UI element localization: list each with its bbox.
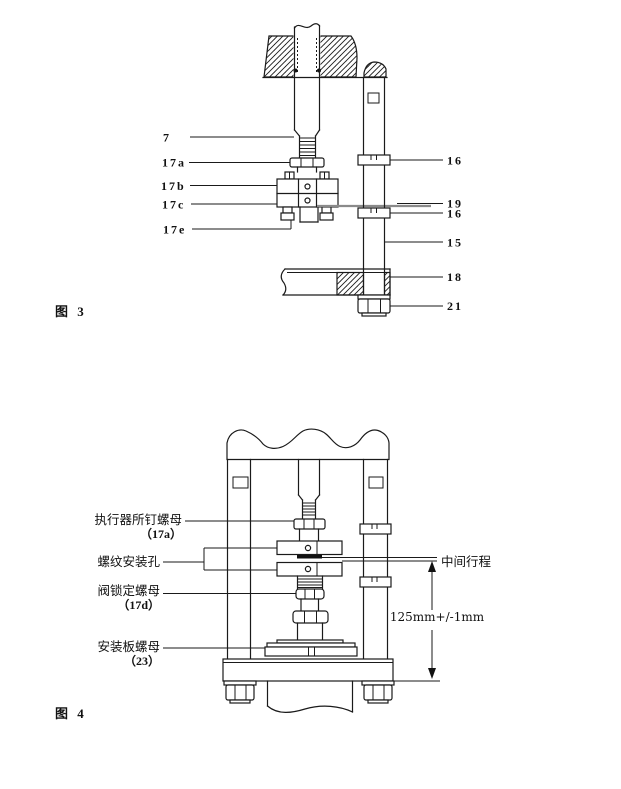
rod-clamp-band-lower	[357, 207, 391, 219]
figure3-caption: 图 3	[55, 304, 87, 319]
actuator-stem-nut-17a	[293, 518, 326, 530]
callout-17a: 17a	[162, 156, 186, 170]
figure3-leaders	[189, 136, 443, 307]
stem-connector	[276, 157, 339, 223]
callout-17e: 17e	[163, 223, 186, 237]
figure4-drawing: 125mm+/-1mm 执行器所钉螺母 （17a） 螺纹安装孔 阀锁定螺母 （1…	[55, 428, 492, 721]
stem-threads	[300, 137, 315, 156]
rod-window	[367, 92, 380, 104]
figure3-drawing: 7 17a 17b 17c 17e 16 19 16 15 18 21 图 3	[55, 23, 463, 319]
base-plate	[222, 658, 440, 713]
clamp-hole-upper	[304, 183, 311, 190]
yoke-rod	[357, 76, 391, 270]
rod-end-nut	[357, 298, 391, 314]
actuator-stem-nut	[289, 157, 325, 168]
clamp-hole-lower	[304, 197, 311, 204]
leg-window-left	[232, 476, 249, 489]
leg-clamp-bands	[359, 523, 392, 588]
callout-16-upper: 16	[447, 154, 463, 168]
mounting-plate-cap	[264, 646, 358, 657]
label-valve-lock-nut-ref: （17d）	[117, 597, 160, 612]
clamp-nut-bottom-right	[319, 212, 334, 221]
actuator-stem	[293, 23, 321, 159]
threaded-mounting-hole-upper	[304, 544, 312, 552]
callout-18: 18	[447, 270, 463, 284]
callout-15: 15	[447, 236, 463, 250]
plate-nut-left	[225, 684, 255, 701]
actuator-case-section	[262, 34, 388, 79]
figure4-leaders	[163, 520, 296, 649]
rod-clamp-band-upper	[357, 154, 391, 166]
callout-19: 19	[447, 197, 463, 211]
label-plate-nut-ref: （23）	[124, 653, 160, 668]
stem-threads-upper	[303, 502, 315, 516]
clamp-bolt-bottom-right	[321, 206, 332, 214]
mid-stroke-reference	[322, 557, 437, 562]
callout-16-lower: 16	[447, 207, 463, 221]
dimension-arrow: 125mm+/-1mm	[390, 561, 485, 679]
figure3-labels: 7 17a 17b 17c 17e 16 19 16 15 18 21	[161, 131, 463, 314]
callout-17c: 17c	[162, 198, 185, 212]
nut-lip	[361, 312, 387, 317]
label-actuator-stem-nut-ref: （17a）	[140, 526, 182, 541]
clamp-bolt-bottom-left	[282, 206, 293, 214]
yoke-legs	[226, 458, 389, 660]
column-break-edge	[266, 705, 354, 713]
plate-nut-right	[363, 684, 393, 701]
label-mid-stroke: 中间行程	[441, 554, 492, 569]
valve-lock-nut-17d	[295, 588, 325, 600]
label-valve-lock-nut: 阀锁定螺母	[97, 583, 160, 598]
yoke-top-block	[226, 428, 390, 461]
valve-stem-assembly	[276, 458, 343, 641]
mid-stroke-mark	[297, 555, 322, 559]
leg-window-right	[368, 476, 384, 489]
mounting-plate-section	[280, 268, 391, 317]
figure4-labels: 执行器所钉螺母 （17a） 螺纹安装孔 阀锁定螺母 （17d） 安装板螺母 （2…	[94, 513, 491, 668]
callout-7: 7	[163, 131, 171, 145]
label-actuator-stem-nut: 执行器所钉螺母	[94, 513, 182, 527]
clamp-nut-bottom-left	[280, 212, 295, 221]
bonnet-flange	[264, 639, 358, 657]
callout-21: 21	[447, 299, 463, 313]
plate-break-edge	[280, 268, 287, 296]
packing-nut	[292, 610, 329, 624]
figure4-caption: 图 4	[55, 706, 87, 721]
label-plate-nut: 安装板螺母	[97, 639, 160, 654]
stem-threads-lower	[298, 578, 322, 588]
dimension-label: 125mm+/-1mm	[390, 610, 485, 624]
threaded-mounting-hole-lower	[304, 565, 312, 573]
label-threaded-holes: 螺纹安装孔	[97, 554, 160, 569]
callout-17b: 17b	[161, 179, 186, 193]
